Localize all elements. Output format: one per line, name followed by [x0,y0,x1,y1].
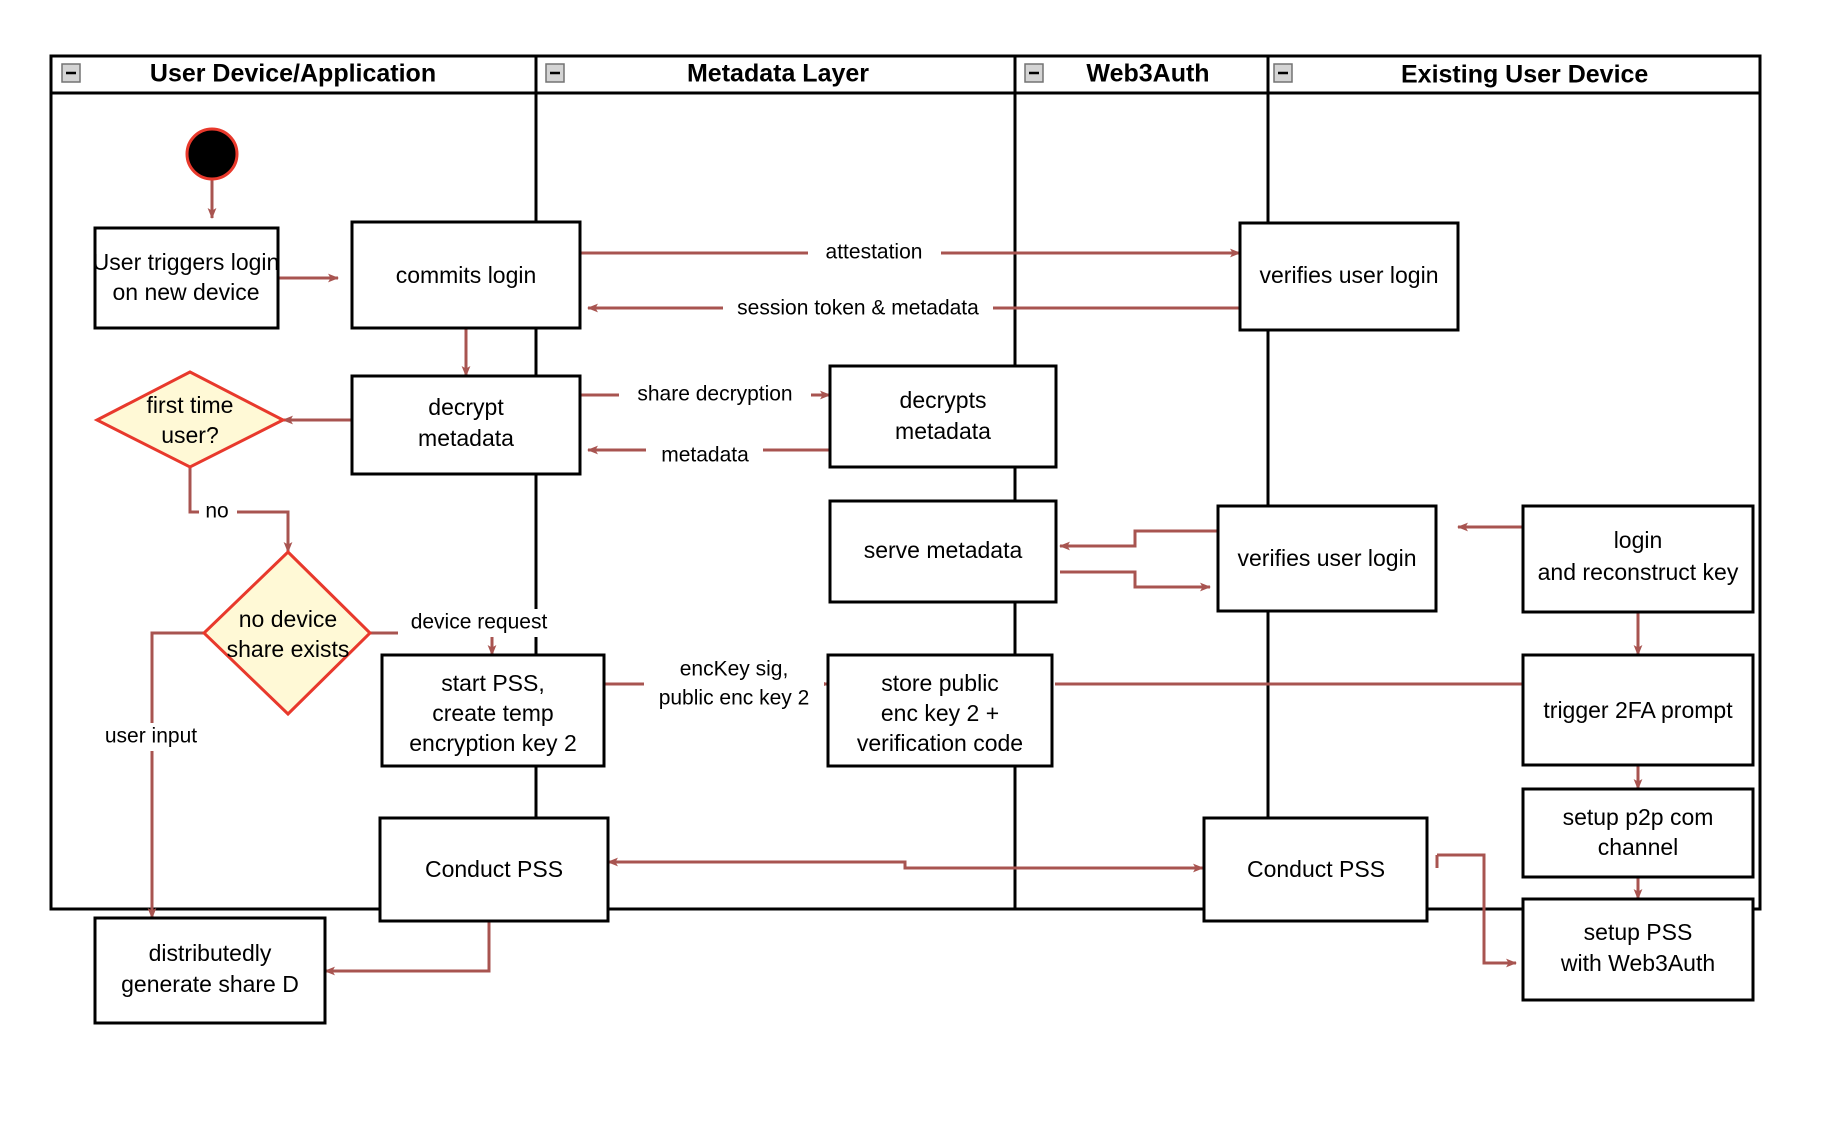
node-conduct-pss-web3auth[interactable]: Conduct PSS [1202,816,1429,923]
svg-text:device request: device request [411,611,548,634]
node-conduct-pss-user[interactable]: Conduct PSS [378,816,610,923]
edge-label-share-decryption: share decryption [619,380,811,409]
node-label-line-2: on new device [112,279,259,305]
lane-header-user-device[interactable]: User Device/Application [61,60,436,88]
node-label-line-3: verification code [857,730,1023,756]
lane-header-label: Web3Auth [1086,60,1209,88]
node-label-line-1: setup PSS [1584,919,1693,945]
node-label-line-2: enc key 2 + [881,700,999,726]
node-setup-pss-with-web3auth[interactable]: setup PSS with Web3Auth [1521,897,1755,1002]
edge-user-input [147,631,204,919]
svg-text:public enc key 2: public enc key 2 [659,687,810,710]
edge-label-session-token: session token & metadata [723,293,993,323]
lane-header-existing-device[interactable]: Existing User Device [1273,61,1648,89]
node-label-line-1: distributedly [149,940,272,966]
node-label-line-1: login [1614,527,1663,553]
svg-text:attestation: attestation [826,241,923,264]
node-label-line-1: decrypts [900,387,987,413]
collapse-minus-icon[interactable] [545,63,565,83]
edge-serve-to-verifies2 [1060,570,1211,592]
node-label-line-2: metadata [895,418,991,444]
node-label-line-2: with Web3Auth [1560,950,1715,976]
node-distributedly-generate-share-d[interactable]: distributedly generate share D [93,916,327,1025]
edge-label-user-input: user input [90,723,212,751]
node-verifies-user-login-2[interactable]: verifies user login [1216,504,1438,613]
node-label-line-1: setup p2p com [1563,804,1714,830]
edge-verifies2-to-serve [1059,529,1218,551]
lane-header-label: User Device/Application [150,60,436,88]
node-label-line-2: create temp [432,700,553,726]
node-serve-metadata[interactable]: serve metadata [828,499,1058,604]
collapse-minus-icon[interactable] [1273,63,1293,83]
svg-text:encKey sig,: encKey sig, [680,658,789,681]
edge-label-attestation: attestation [808,238,941,267]
edge-label-no: no [199,498,237,526]
node-label-line-3: encryption key 2 [409,730,576,756]
lane-header-label: Existing User Device [1401,61,1648,89]
node-label-line-2: share exists [227,636,350,662]
node-label-line-1: User triggers login [93,249,280,275]
node-start[interactable] [185,127,239,181]
edge-firsttime-to-nodevice [188,467,293,553]
node-setup-p2p-com-channel[interactable]: setup p2p com channel [1521,787,1755,879]
node-label: Conduct PSS [425,856,563,882]
node-label: verifies user login [1238,545,1417,571]
svg-text:session token & metadata: session token & metadata [737,297,979,320]
node-label: trigger 2FA prompt [1543,697,1733,723]
svg-text:no: no [205,500,228,523]
node-label-line-1: store public [881,670,999,696]
pool-border [49,54,1762,911]
node-label-line-2: user? [161,422,219,448]
node-first-time-user[interactable]: first time user? [93,370,287,469]
edge-label-device-request: device request [398,609,561,637]
node-label-line-2: generate share D [121,971,299,997]
node-label-line-1: no device [239,606,337,632]
collapse-minus-icon[interactable] [61,63,81,83]
node-label-line-1: start PSS, [441,670,545,696]
node-decrypt-metadata[interactable]: decrypt metadata [350,374,582,476]
edge-conductpss-w3a-to-setuppss [1437,853,1517,968]
node-verifies-user-login-1[interactable]: verifies user login [1238,221,1460,332]
svg-text:metadata: metadata [661,444,749,467]
edge-label-metadata: metadata [646,440,763,469]
node-label-line-2: metadata [418,425,514,451]
node-no-device-share-exists[interactable]: no device share exists [201,549,373,717]
lane-header-web3auth[interactable]: Web3Auth [1024,60,1210,88]
node-start-pss-create-temp-key[interactable]: start PSS, create temp encryption key 2 [380,653,606,768]
node-label-line-1: decrypt [428,394,504,420]
lane-header-metadata-layer[interactable]: Metadata Layer [545,60,869,88]
node-login-and-reconstruct-key[interactable]: login and reconstruct key [1521,504,1755,614]
node-label-line-2: and reconstruct key [1538,559,1739,585]
node-label: serve metadata [864,537,1023,563]
edge-label-enckey-sig: encKey sig, public enc key 2 [644,655,824,715]
svg-text:share decryption: share decryption [637,383,792,406]
node-trigger-2fa-prompt[interactable]: trigger 2FA prompt [1521,653,1755,767]
svg-text:user input: user input [105,725,197,748]
node-label: Conduct PSS [1247,856,1385,882]
node-label-line-1: first time [147,392,234,418]
node-decrypts-metadata[interactable]: decrypts metadata [828,364,1058,469]
collapse-minus-icon[interactable] [1024,63,1044,83]
node-label: verifies user login [1260,262,1439,288]
node-user-triggers-login[interactable]: User triggers login on new device [93,226,280,330]
edge-conductpss-to-generate [324,921,491,976]
node-commits-login[interactable]: commits login [350,220,582,330]
lane-header-label: Metadata Layer [687,60,869,88]
edge-conductpss-w3a-to-user [607,857,1204,870]
node-store-public-enc-key[interactable]: store public enc key 2 + verification co… [826,653,1054,768]
node-label: commits login [396,262,537,288]
node-label-line-2: channel [1598,834,1679,860]
